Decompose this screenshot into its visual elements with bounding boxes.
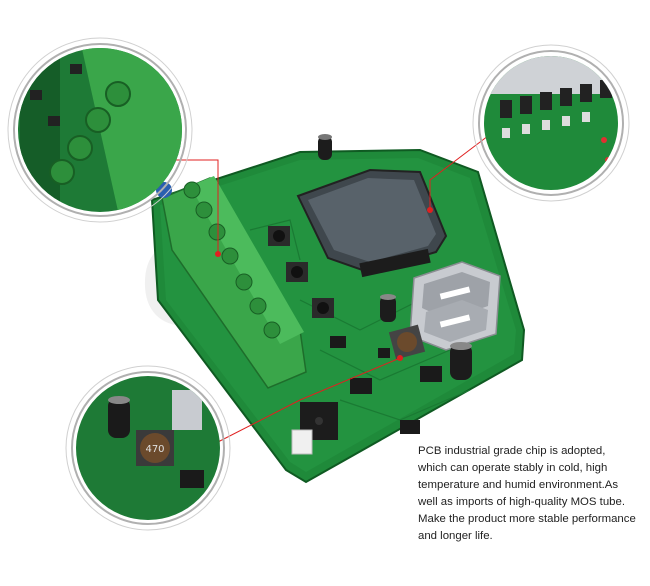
caption-line: well as imports of high-quality MOS tube… bbox=[418, 496, 626, 508]
buzzer bbox=[291, 402, 338, 455]
product-caption: PCB industrial grade chip is adopted, wh… bbox=[418, 443, 646, 545]
inductor bbox=[388, 324, 426, 360]
pcb-board bbox=[150, 134, 526, 484]
usb-ports bbox=[409, 261, 501, 351]
caption-line: which can operate stably in cold, high bbox=[418, 462, 608, 474]
capacitor-top bbox=[318, 134, 332, 160]
inductor-marking: 470 bbox=[145, 444, 164, 455]
zoom-circle-inductor: 470 bbox=[65, 365, 231, 531]
ic-chips bbox=[330, 336, 442, 434]
caption-line: temperature and humid environment.As bbox=[418, 479, 619, 491]
zoom-circle-mos-tubes bbox=[472, 44, 630, 202]
electrolytic-capacitors bbox=[380, 294, 472, 380]
tactile-buttons bbox=[268, 226, 334, 318]
caption-line: Make the product more stable performance bbox=[418, 513, 636, 525]
caption-line: PCB industrial grade chip is adopted, bbox=[418, 445, 606, 457]
caption-line: and longer life. bbox=[418, 530, 493, 542]
callout-lines bbox=[152, 135, 489, 445]
